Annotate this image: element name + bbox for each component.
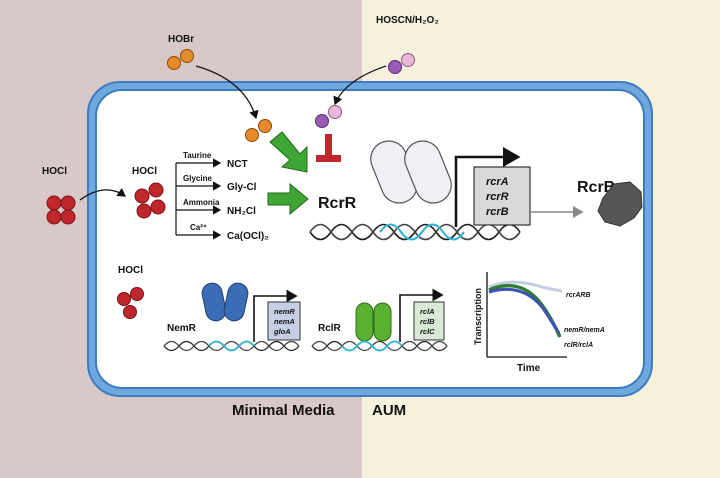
plot-y-label: Transcription [473,288,483,345]
aum-label: AUM [372,402,407,419]
plot-x-label: Time [517,363,541,374]
hocl-molecules-outside [46,195,76,225]
label-nemr-nema: nemR/nemA [564,327,605,334]
gene-gloa: gloA [273,327,291,336]
gene-rcra: rcrA [486,176,509,188]
hobr-molecules-outside [167,49,194,70]
curve-rcrarb [488,280,563,293]
rcr-dna-helix [309,223,521,241]
reactant-ammonia: Ammonia [183,198,220,207]
inhibition-symbol [316,134,341,162]
gene-rclb: rclB [420,317,435,326]
minimal-media-label: Minimal Media [232,402,335,419]
chlorination-reactions [175,158,222,240]
hobr-entry-arrow [195,65,259,120]
gene-rclc: rclC [420,327,435,336]
hocl-activation-arrow [267,182,309,216]
product-gly-cl: Gly-Cl [227,182,257,193]
rcrb-protein [597,181,643,227]
hocl-entry-arrow [79,187,126,201]
gene-nemr: nemR [274,307,295,316]
transcription-plot [486,272,567,358]
hocl-inside-label: HOCl [132,166,157,177]
product-nh2cl: NH₂Cl [227,206,256,217]
rcl-dna-helix [311,340,448,352]
rcr-operon-box [473,166,531,226]
reactant-glycine: Glycine [183,174,212,183]
hoscn-label: HOSCN/H₂O₂ [376,15,439,26]
label-rcrarb: rcrARB [566,292,591,299]
reactant-calcium: Ca²⁺ [190,223,207,232]
hobr-activation-arrow [269,131,308,173]
label-rclr-rcla: rclR/rclA [564,342,593,349]
gene-rcla: rclA [420,307,435,316]
rcl-promoter-arrow [399,288,444,342]
product-nct: NCT [227,159,248,170]
nem-operon-box [267,301,301,341]
nem-dna-helix [163,340,300,352]
rcl-operon-box [413,301,445,341]
hocl-outside-label: HOCl [42,166,67,177]
nemr-protein-dimer [201,282,249,322]
rcr-promoter-arrow [454,147,521,227]
gene-rcrb: rcrB [486,206,509,218]
rclr-protein-dimer [355,302,392,342]
rcrb-label: RcrB [577,179,615,196]
gene-nema: nemA [274,317,295,326]
hocl-molecules-inside [134,182,166,219]
gene-rcrr: rcrR [486,191,509,203]
product-ca-ocl2: Ca(OCl)₂ [227,231,269,242]
hobr-molecules-inside [245,119,272,142]
curve-nemr-nema [488,287,561,334]
rcrr-protein-dimer [370,140,452,204]
rcrr-label: RcrR [318,195,357,212]
nemr-label: NemR [167,323,197,334]
reactant-taurine: Taurine [183,151,212,160]
hocl-lower-label: HOCl [118,265,143,276]
nem-promoter-arrow [253,289,298,342]
hobr-label: HOBr [168,34,194,45]
hocl-molecules-lower [117,287,144,319]
hoscn-entry-arrow [333,65,387,106]
rclr-label: RclR [318,323,342,334]
hoscn-molecules-inside [315,105,342,128]
hoscn-molecules-outside [388,53,415,74]
